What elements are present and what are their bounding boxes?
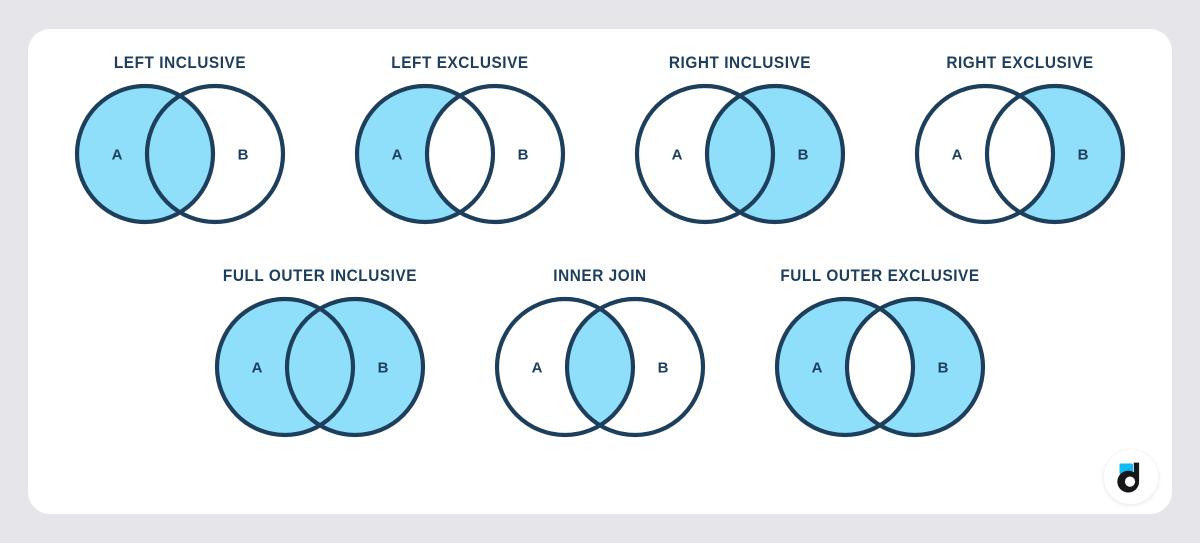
- set-b-label: B: [658, 360, 669, 377]
- set-a-label: A: [672, 147, 683, 164]
- set-b-circle: [144, 83, 286, 225]
- set-b-label: B: [1078, 147, 1089, 164]
- set-b-fill: [905, 79, 1135, 229]
- set-b-circle: [564, 296, 706, 438]
- brand-logo: [1104, 450, 1158, 504]
- set-b-fill: [205, 292, 435, 442]
- panel-title: INNER JOIN: [553, 267, 647, 285]
- panel-title: LEFT INCLUSIVE: [113, 54, 247, 72]
- set-b-fill: [765, 292, 995, 442]
- set-a-fill: [345, 79, 575, 229]
- set-a-label: A: [532, 360, 543, 377]
- set-a-label: A: [252, 360, 263, 377]
- intersection-fill: [567, 299, 633, 435]
- d-logo-icon: [1117, 462, 1140, 493]
- set-b-circle: [284, 296, 426, 438]
- set-a-label: A: [812, 360, 823, 377]
- set-a-circle: [354, 83, 496, 225]
- set-a-fill: [65, 79, 295, 229]
- set-a-label: A: [952, 147, 963, 164]
- set-b-label: B: [238, 147, 249, 164]
- set-a-circle: [74, 83, 216, 225]
- set-a-circle: [774, 296, 916, 438]
- set-b-label: B: [378, 360, 389, 377]
- set-b-circle: [984, 83, 1126, 225]
- set-b-label: B: [518, 147, 529, 164]
- set-a-circle: [634, 83, 776, 225]
- set-a-label: A: [112, 147, 123, 164]
- set-b-circle: [424, 83, 566, 225]
- panel-title: FULL OUTER EXCLUSIVE: [780, 267, 980, 285]
- set-a-circle: [494, 296, 636, 438]
- set-b-label: B: [798, 147, 809, 164]
- panel-title: RIGHT INCLUSIVE: [668, 54, 812, 72]
- set-b-label: B: [938, 360, 949, 377]
- panel-title: FULL OUTER INCLUSIVE: [222, 267, 418, 285]
- set-a-label: A: [392, 147, 403, 164]
- set-a-circle: [914, 83, 1056, 225]
- set-a-circle: [214, 296, 356, 438]
- set-b-fill: [625, 79, 855, 229]
- set-b-circle: [844, 296, 986, 438]
- set-b-circle: [704, 83, 846, 225]
- panel-title: RIGHT EXCLUSIVE: [946, 54, 1094, 72]
- panel-title: LEFT EXCLUSIVE: [391, 54, 529, 72]
